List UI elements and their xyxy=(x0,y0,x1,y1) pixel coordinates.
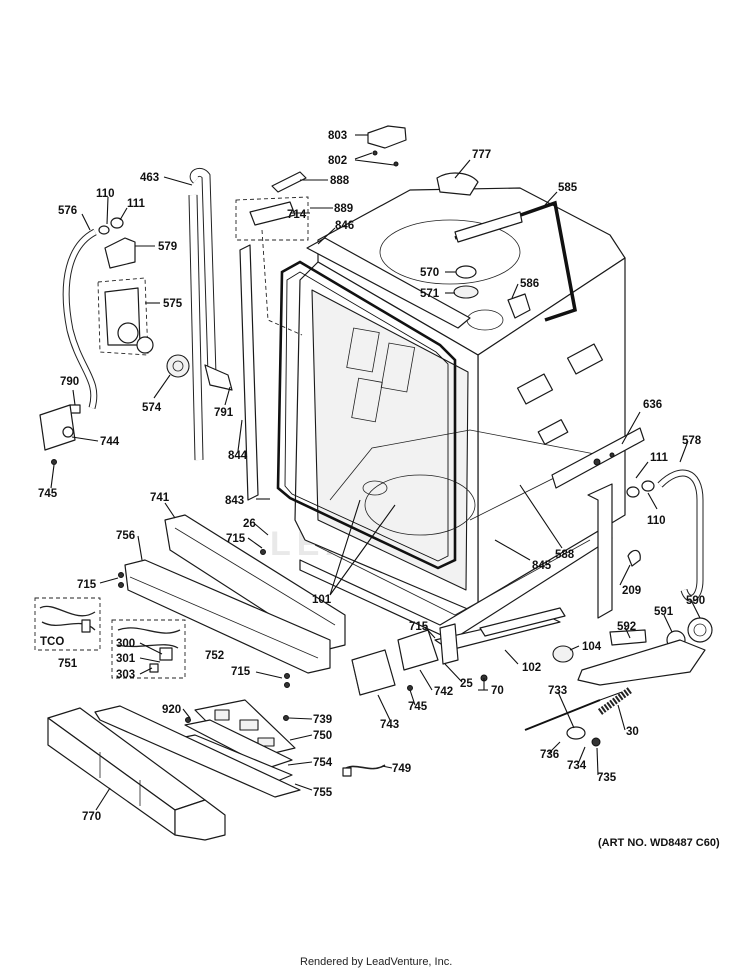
callout: 591 xyxy=(654,606,674,618)
control-board xyxy=(94,699,301,798)
callout: 734 xyxy=(567,760,587,772)
sump-assembly xyxy=(552,617,713,686)
callout: 209 xyxy=(622,585,641,597)
callout: 733 xyxy=(548,685,567,697)
bracket-742 xyxy=(397,629,439,671)
callout: 715 xyxy=(231,666,251,678)
callout: 571 xyxy=(420,288,440,300)
callout: 574 xyxy=(142,402,162,414)
callout: 843 xyxy=(225,495,244,507)
sensor-586 xyxy=(507,293,531,319)
callout: 844 xyxy=(228,450,248,462)
drain-hose xyxy=(188,167,233,461)
callout: 715 xyxy=(77,579,97,591)
callout: 744 xyxy=(100,436,120,448)
bracket-888 xyxy=(271,171,307,193)
callout: 803 xyxy=(328,130,347,142)
hose-578 xyxy=(657,469,704,602)
callout: 715 xyxy=(409,621,429,633)
callout: 743 xyxy=(380,719,399,731)
cover-579 xyxy=(104,237,136,269)
valve-744 xyxy=(39,404,76,451)
side-rail xyxy=(239,244,259,501)
callout-labels: 803 802 777 888 585 463 110 111 889 714 … xyxy=(38,130,705,823)
callout: 585 xyxy=(558,182,578,194)
callout: 715 xyxy=(226,533,246,545)
switch-803 xyxy=(367,125,407,149)
callout: 300 xyxy=(116,638,135,650)
access-panel-756 xyxy=(124,559,331,674)
callout: 590 xyxy=(686,595,705,607)
callout: 752 xyxy=(205,650,224,662)
callout: 579 xyxy=(158,241,177,253)
callout: 745 xyxy=(408,701,428,713)
callout: 303 xyxy=(116,669,135,681)
callout: 463 xyxy=(140,172,159,184)
door-gasket xyxy=(276,260,457,570)
callout: 70 xyxy=(491,685,504,697)
callout: 714 xyxy=(287,209,307,221)
callout: 26 xyxy=(243,518,256,530)
callout: 110 xyxy=(647,515,666,527)
callout: 110 xyxy=(96,188,115,200)
callout: 754 xyxy=(313,757,333,769)
callout: 791 xyxy=(214,407,234,419)
art-number: (ART NO. WD8487 C60) xyxy=(598,837,720,849)
callout: 920 xyxy=(162,704,181,716)
callout: 777 xyxy=(472,149,491,161)
callout: 578 xyxy=(682,435,702,447)
base-frame xyxy=(299,529,613,651)
callout: 735 xyxy=(597,772,617,784)
packaging-770 xyxy=(47,707,226,841)
callout: 586 xyxy=(520,278,539,290)
toe-panel-741 xyxy=(164,514,346,651)
control-bracket xyxy=(551,427,645,489)
callout: 111 xyxy=(127,198,146,210)
callout: 301 xyxy=(116,653,136,665)
callout: 576 xyxy=(58,205,77,217)
callout: 588 xyxy=(555,549,575,561)
leader-lines xyxy=(50,134,701,811)
callout: 770 xyxy=(82,811,101,823)
callout: 745 xyxy=(38,488,58,500)
callout: 636 xyxy=(643,399,662,411)
callout: 846 xyxy=(335,220,354,232)
callout: 25 xyxy=(460,678,473,690)
callout: 739 xyxy=(313,714,332,726)
callout: 592 xyxy=(617,621,636,633)
callout: 101 xyxy=(312,594,332,606)
callout: 102 xyxy=(522,662,541,674)
callout: 575 xyxy=(163,298,183,310)
callout: 802 xyxy=(328,155,347,167)
fitting-570 xyxy=(453,265,479,299)
callout: 742 xyxy=(434,686,453,698)
callout: 889 xyxy=(334,203,353,215)
callout: TCO xyxy=(40,636,64,648)
callout: 736 xyxy=(540,749,559,761)
callout: 741 xyxy=(150,492,170,504)
callout: 790 xyxy=(60,376,79,388)
callout: 111 xyxy=(650,452,669,464)
callout: 750 xyxy=(313,730,332,742)
callout: 751 xyxy=(58,658,78,670)
callout: 570 xyxy=(420,267,439,279)
callout: 104 xyxy=(582,641,602,653)
callout: 845 xyxy=(532,560,552,572)
footer-credit: Rendered by LeadVenture, Inc. xyxy=(300,956,452,968)
callout: 756 xyxy=(116,530,135,542)
callout: 755 xyxy=(313,787,333,799)
callout: 30 xyxy=(626,726,639,738)
callout: 888 xyxy=(330,175,350,187)
pump-574 xyxy=(166,354,190,378)
spring-30 xyxy=(597,687,633,715)
callout: 749 xyxy=(392,763,411,775)
